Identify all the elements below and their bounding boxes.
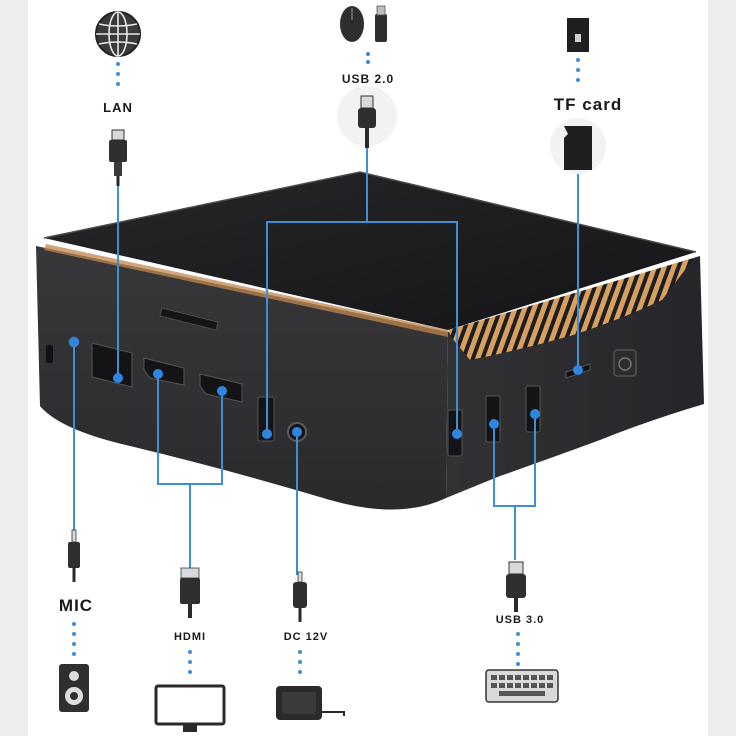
- ethernet-plug-icon: [109, 129, 127, 186]
- usb2-dots: [366, 52, 370, 64]
- label-usb2: USB 2.0: [341, 72, 395, 86]
- label-hdmi: HDMI: [173, 631, 207, 643]
- mouse-and-usb-stick-icon: [340, 5, 387, 42]
- power-button-symbol: [618, 357, 632, 371]
- power-adapter-icon: [276, 686, 345, 720]
- audio-jack-icon: [68, 529, 80, 582]
- tf-card-bubble-icon: [550, 118, 606, 174]
- device-top-edge: [43, 171, 697, 253]
- front-vent-strip: [44, 244, 448, 337]
- label-dc: DC 12V: [283, 631, 329, 643]
- keyboard-icon: [485, 669, 559, 703]
- dotted-links: [72, 58, 580, 674]
- speaker-icon: [59, 664, 89, 712]
- label-lan: LAN: [103, 100, 133, 115]
- power-button: [613, 349, 637, 377]
- connector-lines: [73, 148, 579, 575]
- label-mic: MIC: [58, 596, 94, 615]
- top-slot: [159, 307, 219, 331]
- label-tf-card: TF card: [553, 95, 623, 114]
- hdmi-port-1: [143, 357, 185, 386]
- left-side-panel: [0, 0, 28, 736]
- label-usb3: USB 3.0: [495, 614, 545, 626]
- port-dots: [69, 337, 583, 439]
- dc-plug-icon: [293, 571, 307, 622]
- usb-plug-icon: [337, 86, 397, 148]
- usb3-port-2: [525, 385, 541, 433]
- monitor-icon: [154, 684, 226, 732]
- globe-icon: [95, 11, 141, 57]
- right-vent-grille: [448, 258, 694, 360]
- usb3-plug-icon: [506, 561, 526, 612]
- right-side-panel: [708, 0, 736, 736]
- device-top-surface: [44, 172, 696, 330]
- sd-card-icon: [567, 18, 589, 52]
- kensington-lock-slot: [46, 345, 53, 363]
- hdmi-plug-icon: [180, 567, 200, 618]
